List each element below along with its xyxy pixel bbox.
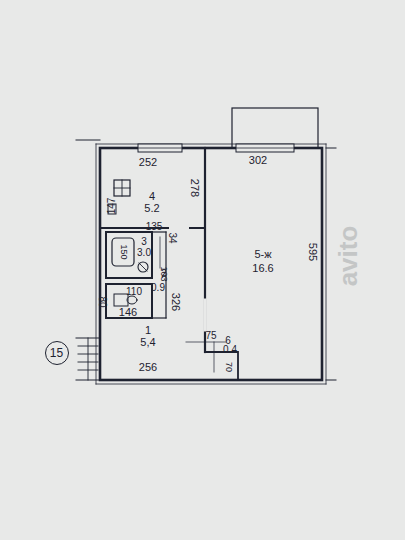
outer-wall [100, 148, 322, 380]
window [138, 144, 182, 152]
room-area: 0.4 [223, 345, 237, 355]
partition-wall [204, 148, 206, 352]
room-number: 4 [149, 191, 155, 202]
room-number: 3 [141, 237, 147, 247]
room-area: 5.2 [144, 203, 159, 214]
dimension-label: 256 [139, 362, 157, 373]
balcony [232, 108, 318, 148]
room: 60.4 [216, 336, 246, 362]
closet-wall [205, 352, 238, 380]
callout-number: 15 [50, 347, 63, 359]
room-area: 16.6 [252, 263, 273, 274]
toilet-symbol [114, 294, 128, 306]
bath-symbol [112, 238, 134, 266]
toilet-wall [106, 284, 152, 318]
window [236, 144, 294, 152]
dimension-label: 147 [107, 198, 117, 215]
dimension-label: 110 [126, 287, 142, 297]
dimension-label: 34 [167, 232, 177, 243]
dimension-label: 103 [159, 266, 168, 281]
dimension-label: 252 [139, 157, 157, 168]
dimension-label: 150 [119, 244, 128, 259]
dimension-label: 326 [170, 293, 181, 311]
dimension-label: 595 [307, 243, 318, 261]
dimension-label: 70 [224, 362, 233, 372]
room: 33.0 [134, 232, 152, 260]
room-number: 5-ж [254, 249, 271, 260]
watermark: avito [335, 226, 361, 287]
bathroom-wall [106, 232, 152, 278]
stove-symbol [114, 180, 130, 196]
basin-symbol [138, 262, 148, 272]
room-area: 0.9 [151, 283, 165, 293]
dimension-label: 80 [97, 296, 107, 307]
room-area: 3.0 [137, 248, 151, 258]
stair-hatch [78, 338, 98, 380]
room: 5-ж 16.6 [207, 150, 321, 350]
room-number: 1 [145, 325, 151, 336]
dimension-label: 75 [205, 331, 216, 341]
callout-circle: 15 [45, 341, 69, 365]
room-area: 5,4 [140, 337, 155, 348]
dimension-label: 302 [249, 155, 267, 166]
dimension-label: 135 [146, 222, 163, 232]
dimension-label: 278 [189, 179, 200, 197]
dimension-label: 146 [119, 307, 137, 318]
